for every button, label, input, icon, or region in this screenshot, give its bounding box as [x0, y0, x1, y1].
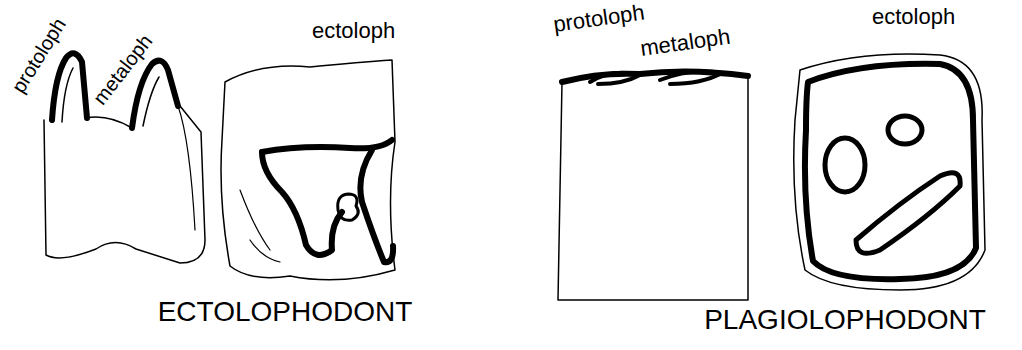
- part-label: ectoloph: [872, 6, 955, 28]
- plagiolophodont-side-view: [558, 71, 748, 300]
- part-label: ectoloph: [312, 20, 395, 42]
- type-title: ECTOLOPHODONT: [158, 298, 413, 326]
- part-label: metaloph: [639, 26, 732, 60]
- ectolophodont-occlusal-view: [221, 60, 395, 280]
- ectolophodont-side-view: [44, 53, 205, 263]
- plagiolophodont-occlusal-view: [794, 54, 985, 290]
- type-title: PLAGIOLOPHODONT: [704, 306, 986, 334]
- part-label: protoloph: [8, 15, 69, 96]
- part-label: protoloph: [552, 1, 646, 36]
